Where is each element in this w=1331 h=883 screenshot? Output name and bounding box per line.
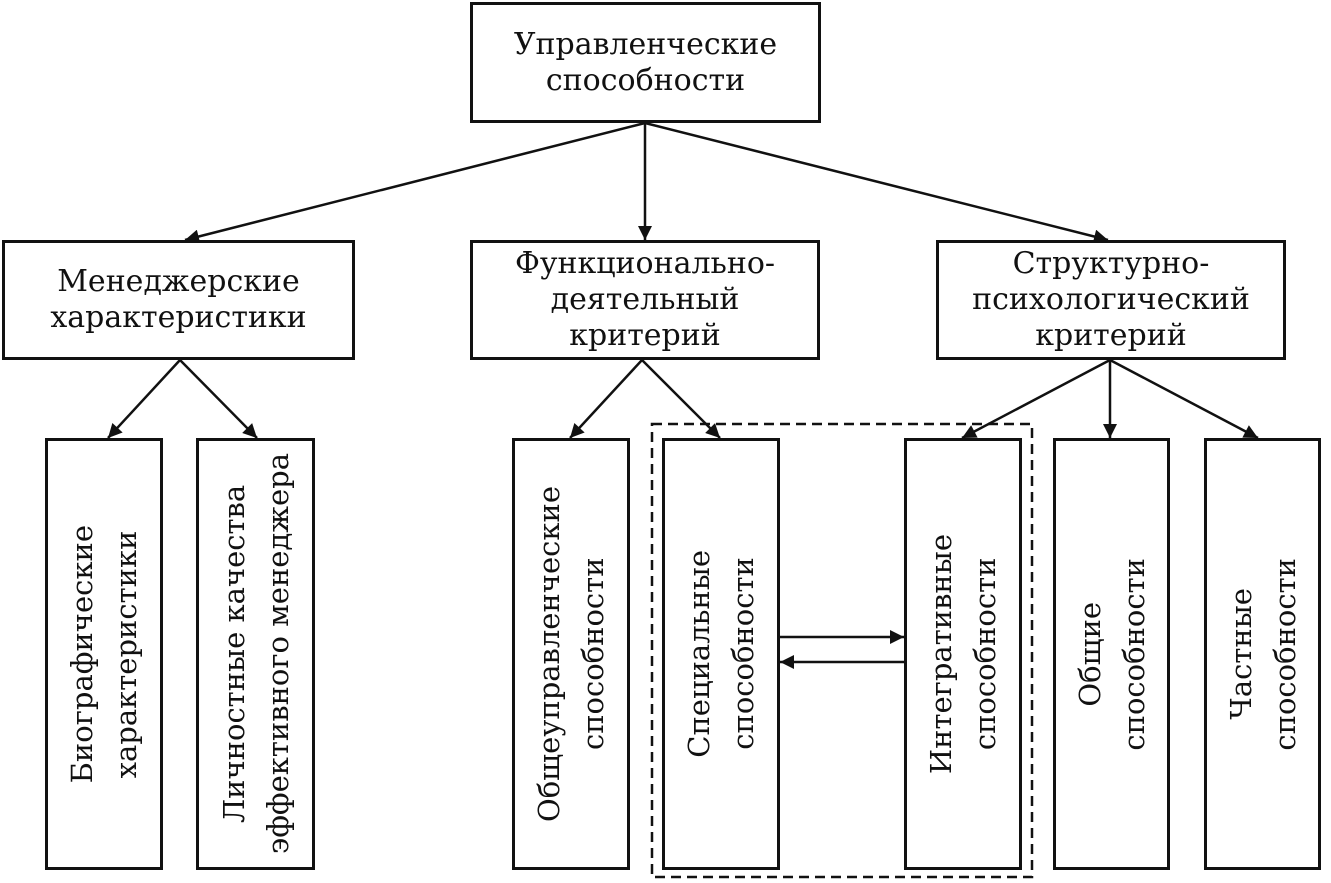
managerial-text-1: Менеджерские [57,264,300,299]
structural-text-3: критерий [1035,318,1187,353]
integrative-abilities-box: Интегративные способности [904,438,1022,870]
particular-abilities-box: Частные способности [1204,438,1321,870]
managerial-characteristics-box: Менеджерские характеристики [2,240,355,360]
integrative-text-2: способности [968,557,1002,751]
root-text-2: способности [545,62,746,98]
particular-text-2: способности [1267,557,1302,751]
general-managerial-text-1: Общеуправленческие [532,485,566,823]
structural-text-2: психологический [972,282,1250,317]
functional-text-1: Функционально- [514,246,776,281]
special-text-1: Специальные [682,550,716,758]
root-text-1: Управленческие [513,26,778,62]
general-managerial-abilities-box: Общеуправленческие способности [512,438,630,870]
particular-text-1: Частные [1223,588,1258,720]
personal-text-1: Личностные качества [216,484,251,824]
arrow-managerial-to-personal [179,359,258,439]
biographical-text-1: Биографические [65,524,99,784]
general-text-1: Общие [1072,601,1107,707]
root-box: Управленческие способности [470,2,821,123]
personal-text-2: эффективного менеджера [260,453,295,855]
personal-qualities-box: Личностные качества эффективного менедже… [196,438,315,870]
biographical-characteristics-box: Биографические характеристики [45,438,163,870]
structural-criterion-box: Структурно- психологический критерий [936,240,1286,360]
special-text-2: способности [726,557,760,751]
special-abilities-box: Специальные способности [662,438,780,870]
arrow-functional-to-special [641,359,721,439]
arrow-structural-to-integrative [961,358,1111,440]
arrow-structural-to-particular [1109,358,1259,440]
general-managerial-text-2: способности [576,557,610,751]
functional-text-2: деятельный [550,282,740,317]
arrow-root-to-structural [644,121,1109,244]
arrow-managerial-to-biographical [107,359,181,439]
managerial-text-2: характеристики [50,300,307,335]
biographical-text-2: характеристики [109,530,143,778]
general-text-2: способности [1116,557,1151,751]
functional-text-3: критерий [569,318,721,353]
functional-criterion-box: Функционально- деятельный критерий [470,240,820,360]
structural-text-1: Структурно- [1012,246,1210,281]
arrow-functional-to-general-managerial [569,359,643,439]
integrative-text-1: Интегративные [924,533,958,775]
general-abilities-box: Общие способности [1053,438,1170,870]
arrow-root-to-managerial [184,121,646,244]
